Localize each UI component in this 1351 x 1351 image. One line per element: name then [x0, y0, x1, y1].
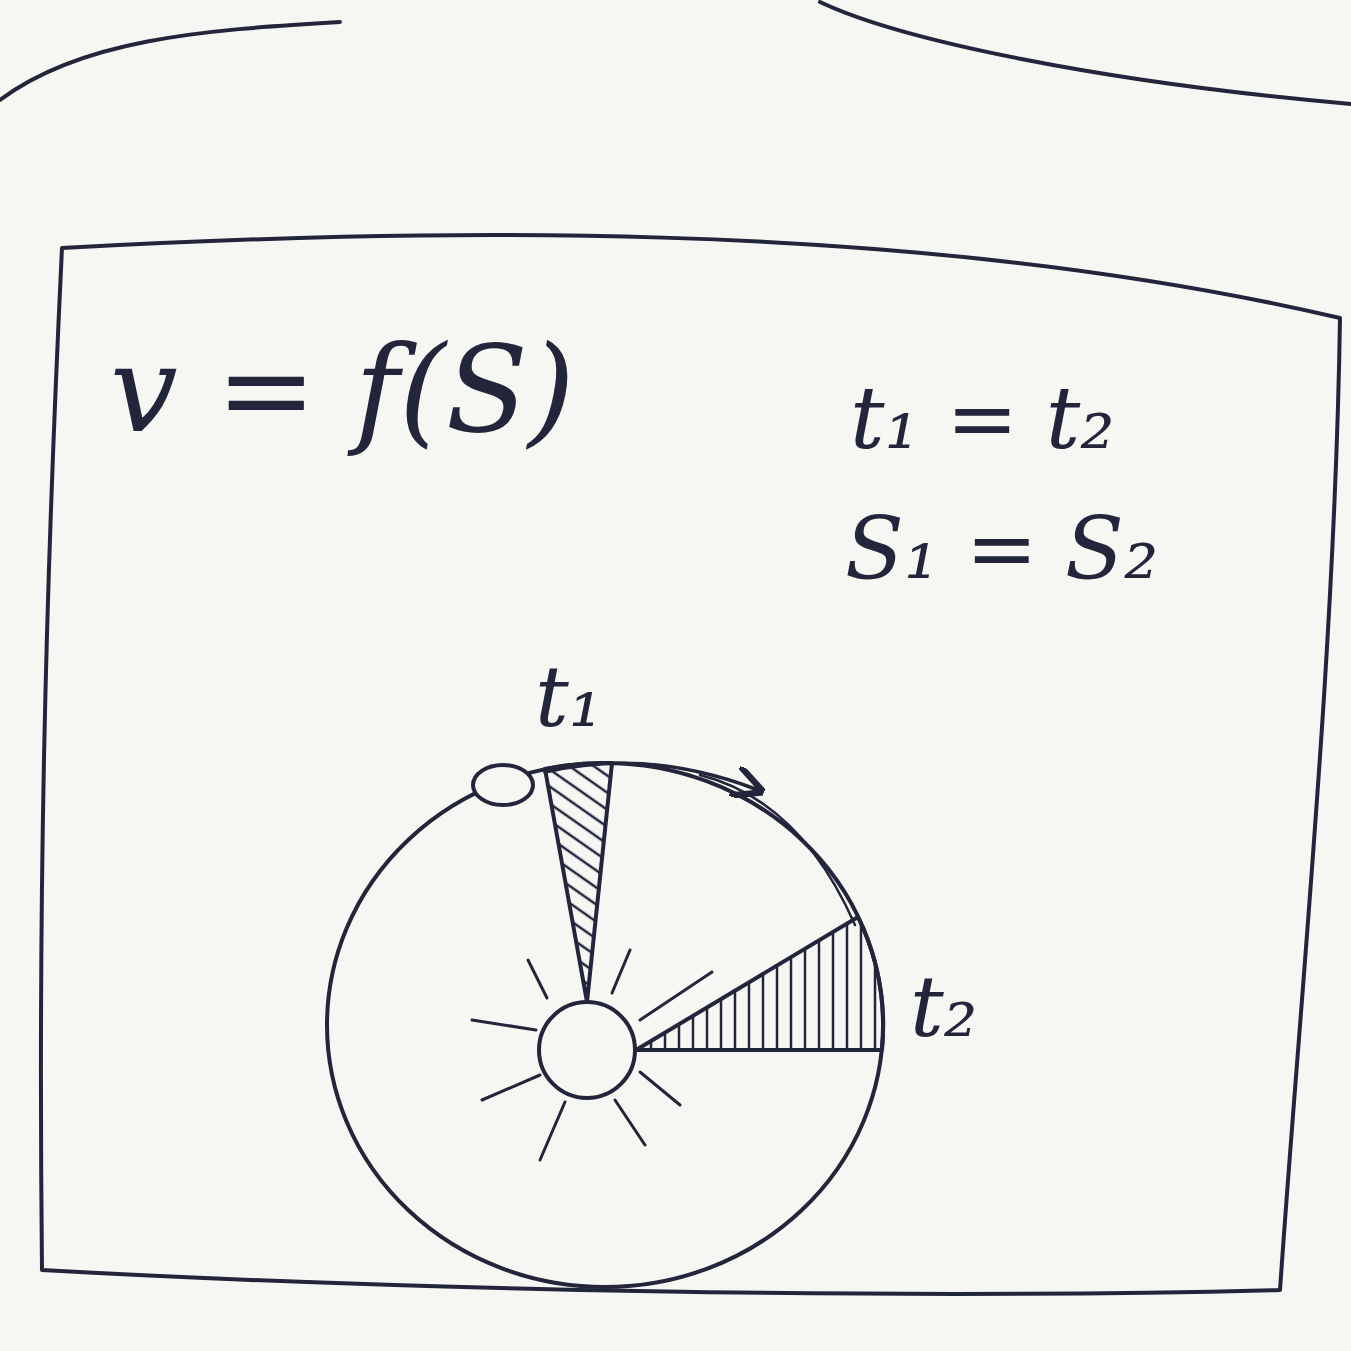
- orbit-path-mark: [700, 775, 855, 925]
- formula-text: t₁ = t₂: [850, 375, 1115, 461]
- orbit: [327, 763, 883, 1287]
- area-sector: [545, 763, 612, 1002]
- time-label: t₁: [535, 655, 602, 739]
- page-frame: [820, 2, 1351, 104]
- area-sector: [636, 917, 883, 1050]
- motion-arrow: [545, 763, 758, 790]
- time-label: t₂: [910, 965, 977, 1049]
- sketch-frame: [41, 235, 1340, 1294]
- formula-text: S₁ = S₂: [845, 505, 1159, 591]
- planet: [473, 765, 533, 805]
- sun-rays: [472, 950, 712, 1160]
- sun: [539, 1002, 635, 1098]
- page-frame: [0, 22, 340, 100]
- formula-text: v = f(S): [110, 330, 575, 450]
